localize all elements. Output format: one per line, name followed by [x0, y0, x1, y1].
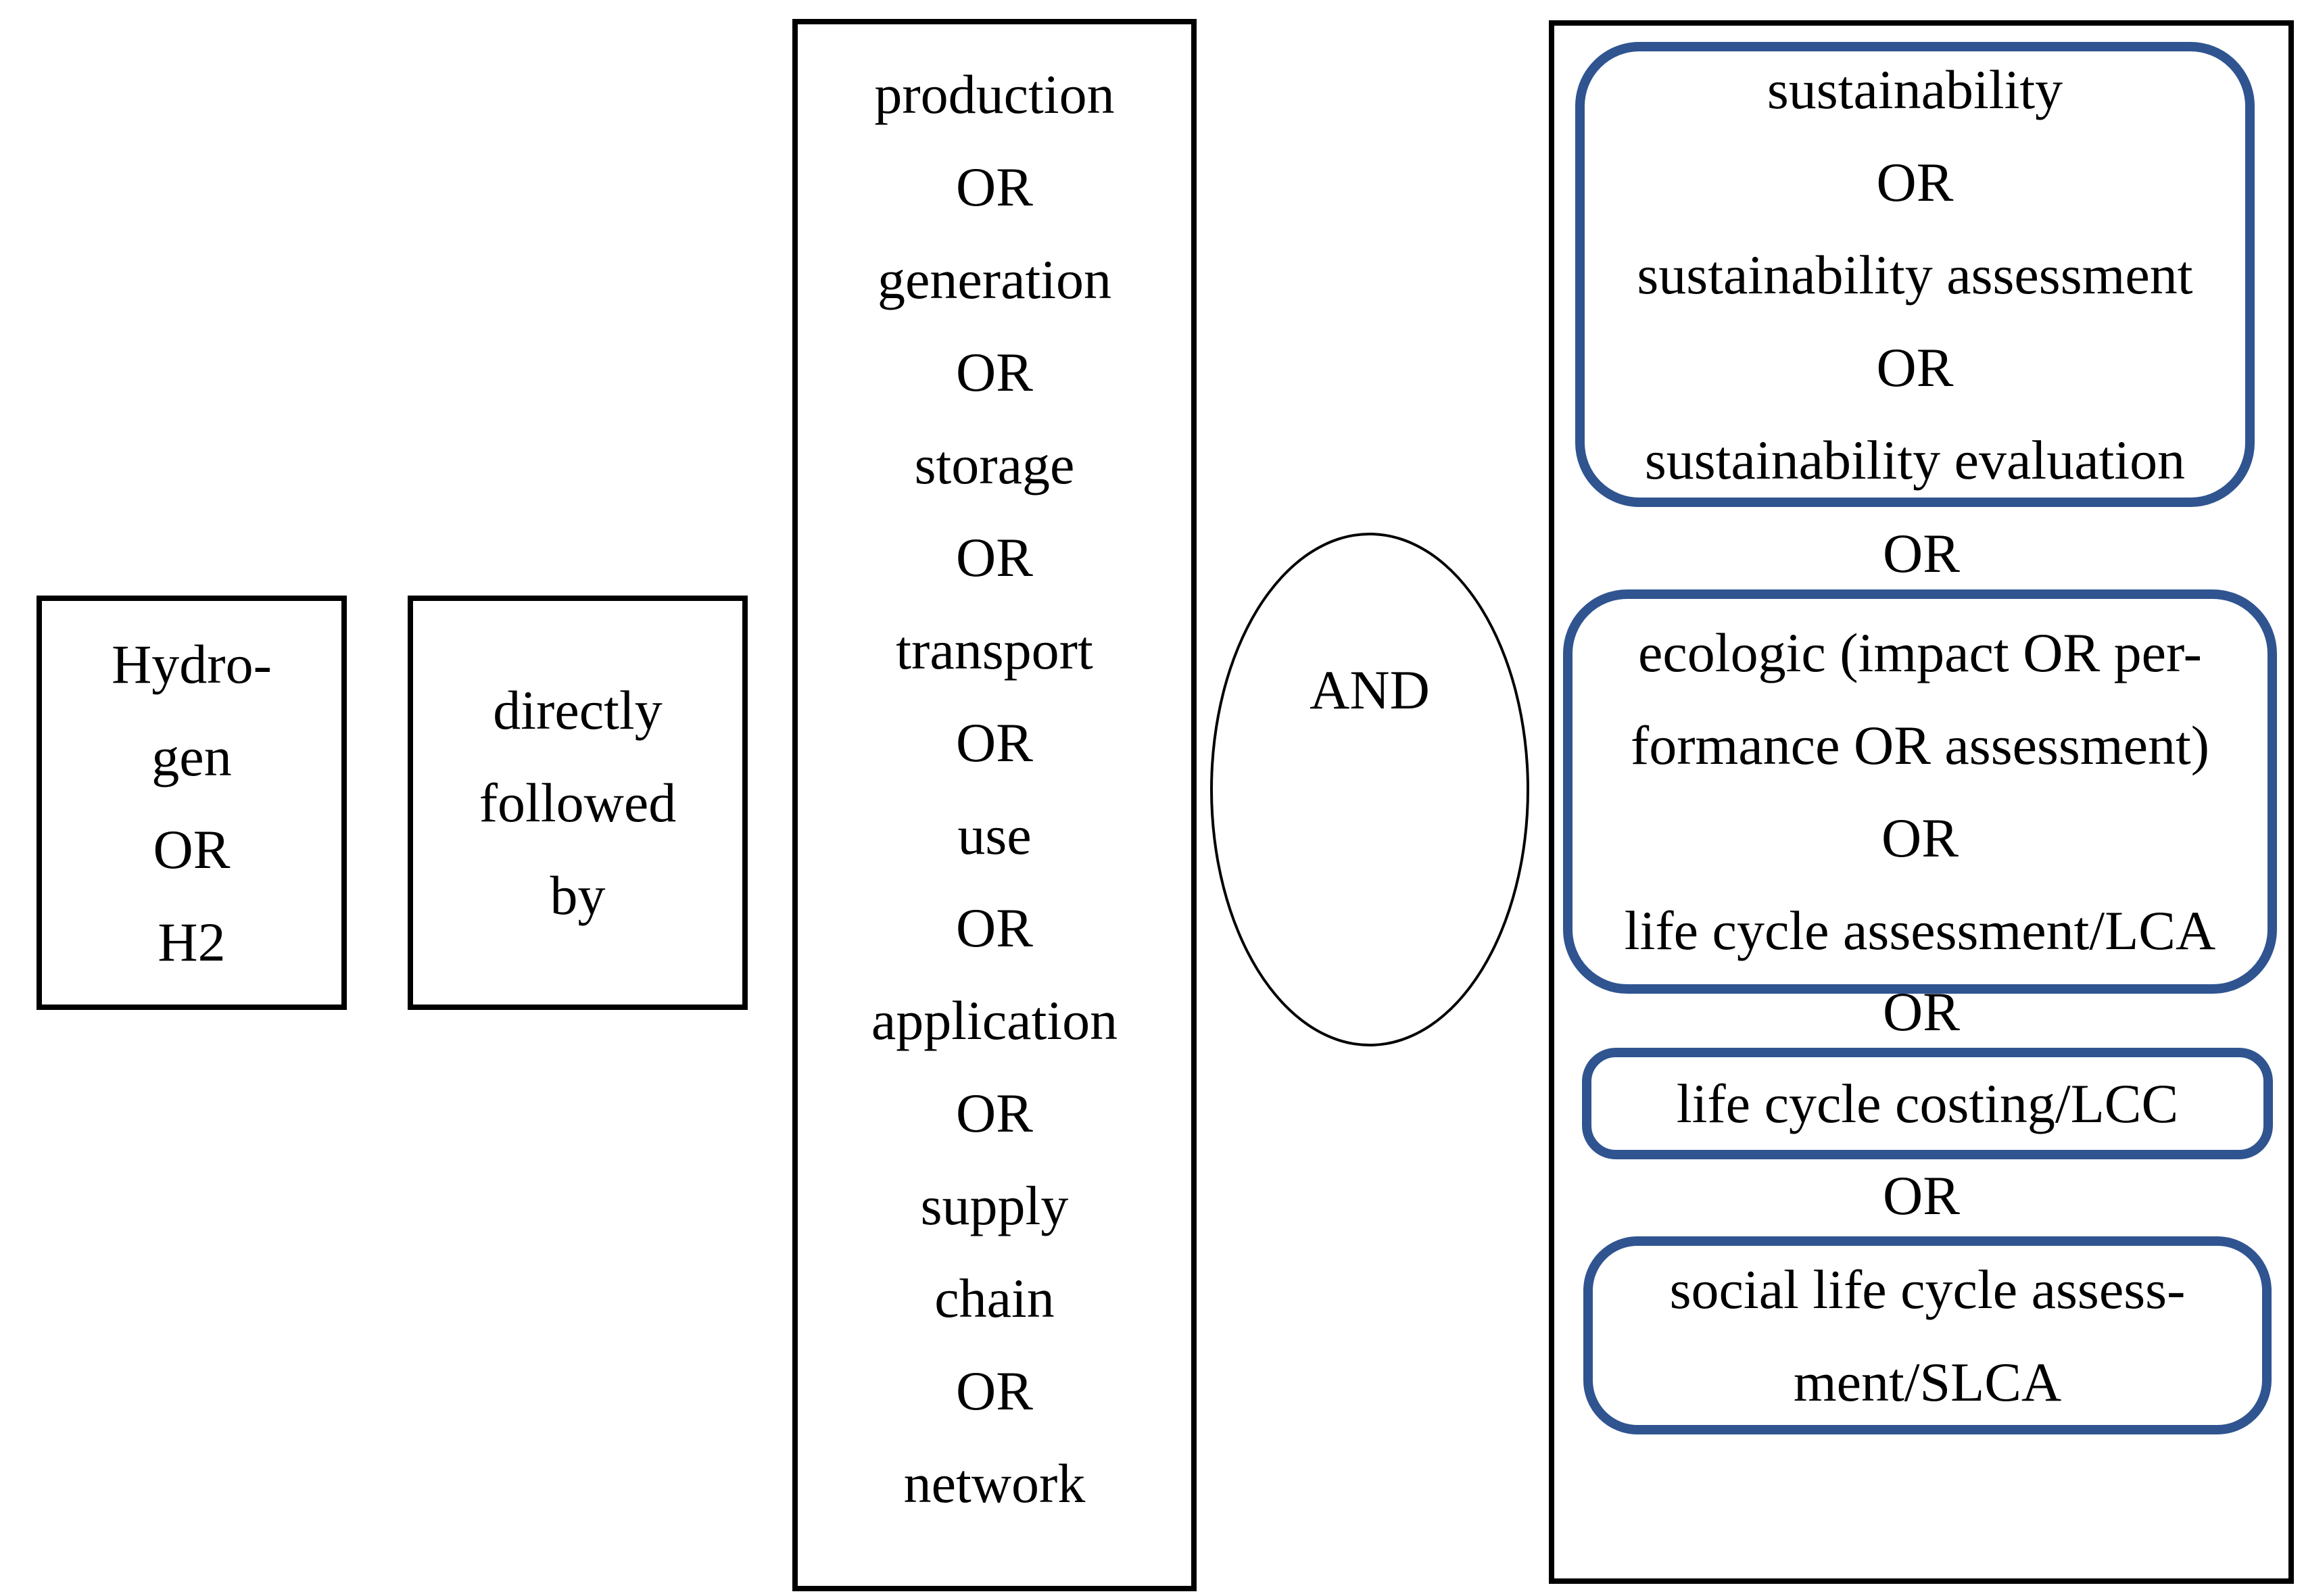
term-line: transport [896, 619, 1093, 681]
term-line: application [871, 990, 1118, 1051]
term-line: ment/SLCA [1793, 1351, 2062, 1413]
or-operator-label: OR [1876, 151, 1954, 213]
or-operator-label: OR [1881, 807, 1959, 869]
or-operator-label: OR [153, 818, 231, 880]
term-line: use [957, 804, 1032, 866]
term-line: life cycle costing/LCC [1676, 1073, 2179, 1134]
or-operator-label: OR [956, 712, 1033, 773]
term-line: generation [877, 249, 1112, 310]
adjacency-operator-box: directly followed by [408, 596, 748, 1010]
or-operator-label: OR [956, 341, 1033, 403]
and-operator-ellipse: AND [1210, 533, 1529, 1046]
term-line: supply [920, 1175, 1069, 1236]
and-operator-label: AND [1310, 659, 1430, 721]
term-line: sustainability evaluation [1644, 429, 2186, 491]
or-separator: OR [1883, 1165, 1960, 1226]
sustainability-terms-group: sustainability OR sustainability assessm… [1575, 42, 2255, 507]
term-line: ecologic (impact OR per- [1638, 622, 2202, 683]
slca-term-group: social life cycle assess- ment/SLCA [1583, 1236, 2272, 1434]
or-operator-label: OR [956, 897, 1033, 959]
operator-line: directly [493, 679, 663, 741]
term-line: storage [914, 434, 1075, 495]
term-line: chain [934, 1267, 1055, 1329]
term-line: gen [151, 725, 232, 788]
term-line: network [903, 1453, 1086, 1514]
or-operator-label: OR [956, 1082, 1033, 1144]
term-line: sustainability assessment [1637, 243, 2193, 306]
or-separator: OR [1883, 981, 1960, 1042]
operator-line: by [550, 865, 606, 926]
or-operator-label: OR [1876, 336, 1954, 398]
lcc-term-group: life cycle costing/LCC [1582, 1048, 2273, 1159]
operator-line: followed [479, 772, 677, 833]
term-line: life cycle assessment/LCA [1624, 900, 2216, 961]
term-line: sustainability [1767, 58, 2063, 120]
or-operator-label: OR [956, 1360, 1033, 1422]
or-operator-label: OR [956, 527, 1033, 588]
hydrogen-term-box: Hydro- gen OR H2 [37, 596, 347, 1010]
term-line: H2 [158, 911, 226, 973]
ecologic-lca-terms-group: ecologic (impact OR per- formance OR ass… [1563, 589, 2277, 994]
term-line: Hydro- [112, 633, 272, 695]
lifecycle-stage-terms-box: production OR generation OR storage OR t… [792, 19, 1197, 1591]
term-line: social life cycle assess- [1669, 1258, 2186, 1320]
or-operator-label: OR [956, 156, 1033, 218]
term-line: formance OR assessment) [1630, 715, 2210, 776]
or-separator: OR [1883, 523, 1960, 584]
term-line: production [874, 64, 1115, 125]
